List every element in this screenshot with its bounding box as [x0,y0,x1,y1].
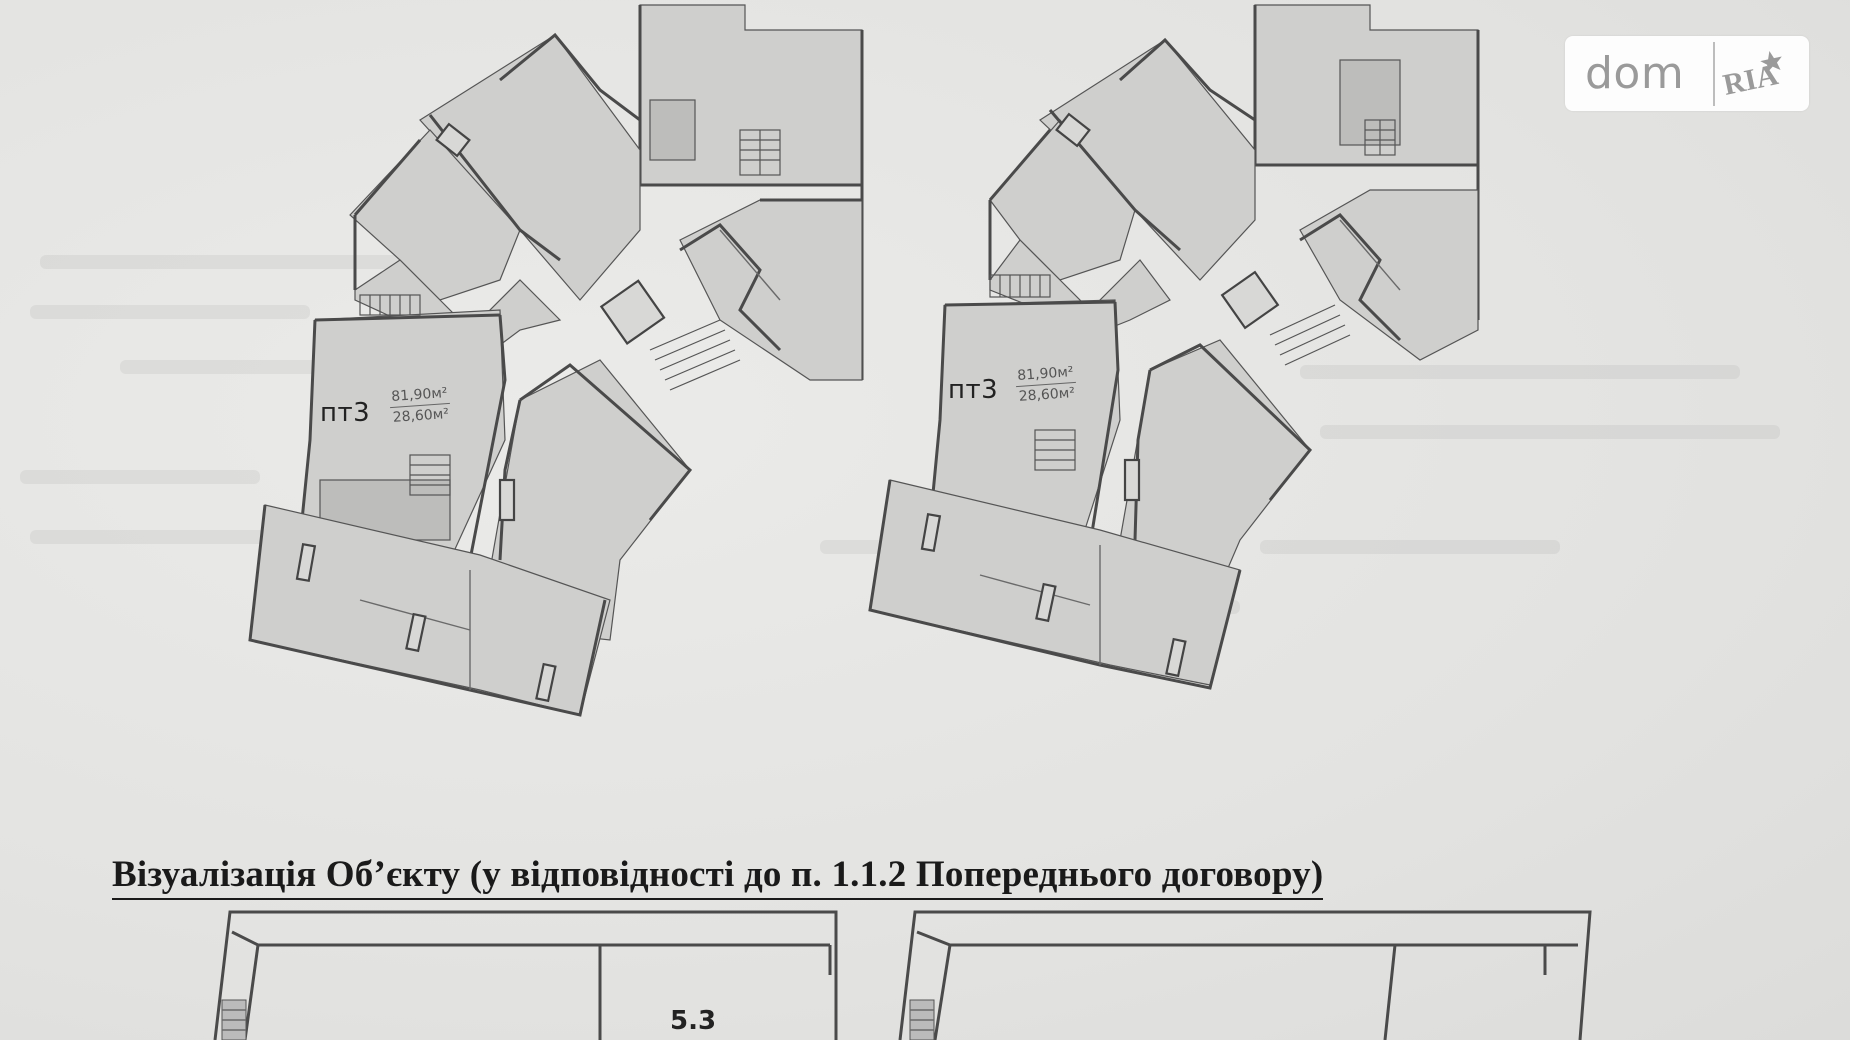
floor-plan-left [248,4,864,717]
unit-area: 81,90м² 28,60м² [1014,361,1078,407]
bleed-through-line [30,305,310,319]
plan-room [649,99,696,161]
unit-area-terrace: 28,60м² [392,406,450,426]
plan-room [1339,59,1401,146]
plan-room [1299,189,1479,361]
unit-label: пт3 [948,375,999,405]
bleed-through-line [30,530,280,544]
plan-stair [1034,429,1076,471]
logo-wordmark: dom [1585,48,1685,99]
room-number: 5.3 [670,1006,717,1036]
plan-stair [649,319,741,391]
plan-stair [989,274,1051,298]
lower-plan-left [213,910,838,1040]
bleed-through-line [20,470,260,484]
plan-stair [359,294,421,316]
dom-ria-logo-icon: RIA [1715,49,1809,99]
plan-stair [739,129,781,176]
floor-plan-right [868,4,1480,690]
plan-stair [1364,119,1396,156]
dom-ria-logo: dom RIA [1565,36,1809,111]
section-heading: Візуалізація Об’єкту (у відповідності до… [112,853,1324,900]
bleed-through-line [1300,365,1740,379]
bleed-through-line [1260,540,1560,554]
bleed-through-line [1320,425,1780,439]
logo-divider [1713,41,1715,106]
unit-area: 81,90м² 28,60м² [388,382,452,428]
plan-stair [1269,304,1351,366]
ria-mark-icon: RIA [1720,50,1782,99]
plan-stair [409,454,451,496]
unit-area-terrace: 28,60м² [1018,385,1076,405]
bleed-through-line [40,255,400,269]
lower-plan-right [898,910,1592,1040]
unit-label: пт3 [320,398,371,428]
